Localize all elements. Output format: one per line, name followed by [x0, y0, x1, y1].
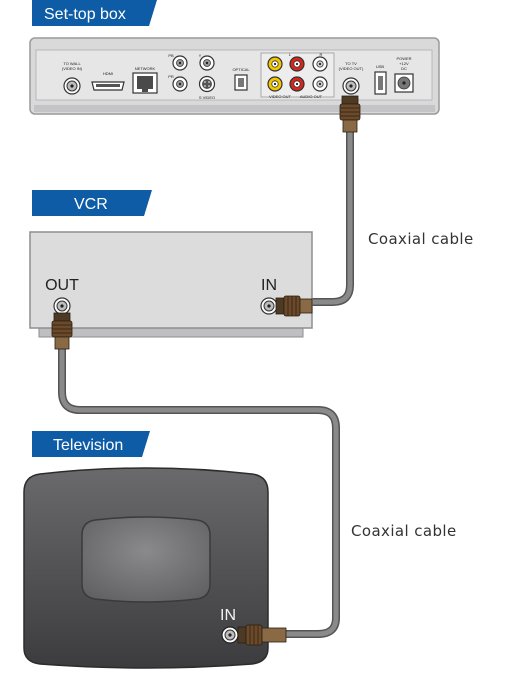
rca-l-label: L [289, 52, 292, 57]
coaxial-cable-label-upper: Coaxial cable [368, 230, 474, 248]
coaxial-cable-label-lower: Coaxial cable [351, 522, 457, 540]
rca-red-top-1[interactable] [289, 56, 305, 72]
vcr-in-port[interactable] [260, 297, 278, 315]
rca-white-bottom[interactable] [312, 76, 328, 92]
settop-box: TO WALL (VIDEO IN) HDMI NETWORK PB PR Y [29, 37, 440, 115]
coax-connector-settop [339, 95, 361, 133]
network-port[interactable] [132, 72, 158, 94]
optical-port[interactable] [234, 74, 248, 91]
optical-label: OPTICAL [232, 67, 250, 72]
hdmi-port[interactable] [91, 81, 125, 91]
rca-r-label: R [320, 52, 323, 57]
network-label: NETWORK [135, 66, 156, 71]
video-out-label: VIDEO OUT [269, 94, 292, 99]
to-tv-label-2: (VIDEO OUT) [339, 66, 364, 71]
coax-connector-vcr-out [51, 312, 73, 350]
s-video-port[interactable] [198, 75, 216, 93]
power-port[interactable] [394, 73, 414, 93]
power-label-3: DC [401, 66, 407, 71]
y-label: Y [199, 53, 202, 58]
settop-title: Set-top box [44, 6, 126, 23]
pb-label: PB [168, 53, 174, 58]
vcr-title: VCR [74, 196, 108, 213]
rca-yellow-top[interactable] [267, 56, 283, 72]
tv-in-port[interactable] [221, 626, 239, 644]
vcr-box: OUT IN [29, 231, 313, 338]
to-wall-label-2: (VIDEO IN) [62, 66, 83, 71]
coax-connector-tv-in [237, 624, 287, 646]
settop-tag: Set-top box [32, 0, 157, 26]
to-wall-port[interactable] [63, 77, 81, 95]
pr-label: PR [168, 74, 174, 79]
usb-label: USB [376, 64, 385, 69]
to-wall-label-1: TO WALL [63, 61, 81, 66]
vcr-out-label: OUT [45, 277, 79, 294]
vcr-tag: VCR [32, 190, 152, 216]
pb-port[interactable] [172, 55, 188, 71]
to-tv-label-1: TO TV [345, 61, 357, 66]
power-label-2: +12V [399, 61, 409, 66]
y-port[interactable] [199, 55, 215, 71]
tv-tag: Television [32, 431, 150, 457]
hdmi-label: HDMI [103, 71, 113, 76]
usb-port[interactable] [374, 71, 387, 95]
coaxial-cable-lower [58, 341, 340, 638]
tv-title: Television [53, 437, 123, 454]
tv-in-label: IN [220, 607, 236, 624]
coax-connector-vcr-in [275, 295, 313, 317]
coaxial-cable-upper [296, 126, 354, 306]
power-label-1: POWER [396, 56, 411, 61]
audio-out-label: AUDIO OUT [300, 94, 323, 99]
to-tv-port[interactable] [342, 77, 360, 95]
rca-yellow-bottom[interactable] [267, 76, 283, 92]
vcr-in-label: IN [261, 277, 277, 294]
vcr-out-port[interactable] [53, 297, 71, 315]
rca-red-bottom[interactable] [289, 76, 305, 92]
television: IN [23, 467, 269, 669]
pr-port[interactable] [172, 76, 188, 92]
rca-white-top[interactable] [312, 56, 328, 72]
s-video-label: S VIDEO [199, 95, 215, 100]
